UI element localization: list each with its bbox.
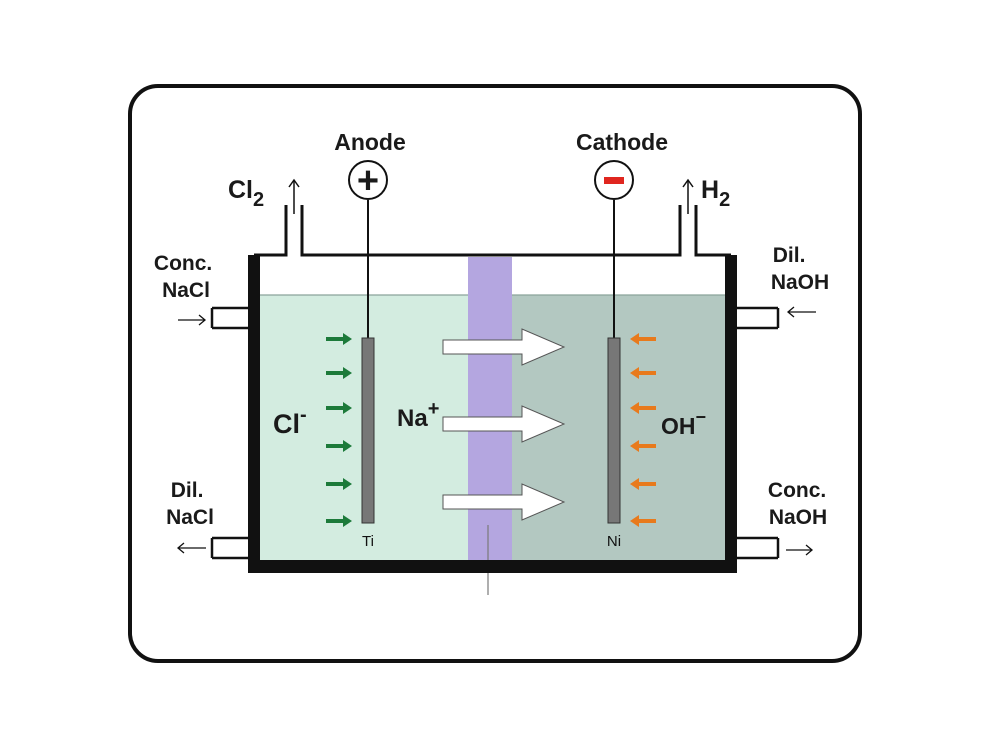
outlet-pipe-left [210,536,250,560]
conc-nacl-inlet-label: Conc. NaCl [154,252,218,302]
dil-naoh-inlet-label: Dil. NaOH [771,244,829,294]
inflow-arrow-left [178,314,207,326]
inlet-pipe-right [735,306,780,330]
chloride-ion-label: Cl- [273,404,307,439]
hydroxide-arrow [630,478,656,490]
hydroxide-arrow [630,402,656,414]
dil-nacl-outlet-label: Dil. NaCl [166,479,214,529]
chloride-arrow [326,333,352,345]
inlet-pipe-left [210,306,250,330]
chloride-arrow [326,402,352,414]
tank-lid [254,205,731,257]
conc-naoh-outlet-label: Conc. NaOH [768,479,832,529]
sodium-ion-arrow [442,483,566,521]
sodium-arrow-group [442,328,566,521]
hydroxide-arrow [630,515,656,527]
cathode-metal-label: Ni [607,533,621,550]
hydroxide-ion-label: OH− [661,407,706,439]
chloride-arrow [326,478,352,490]
chloride-arrow-group [326,333,352,527]
outflow-arrow-left [176,542,206,554]
ion-exchange-membrane [468,257,512,560]
chloride-arrow [326,440,352,452]
hydroxide-arrow [630,333,656,345]
sodium-ion-label: Na+ [397,398,439,432]
outlet-pipe-right [735,536,780,560]
tank-right-wall [725,255,737,573]
hydrogen-gas-arrow [682,178,694,214]
outflow-arrow-right [786,544,814,556]
hydroxide-arrow-group [630,333,656,527]
hydroxide-arrow [630,367,656,379]
anode-sign: + [357,160,379,202]
anode-metal-label: Ti [362,533,374,550]
anode-electrode [361,337,375,524]
anode-terminal [348,160,388,200]
sodium-ion-arrow [442,405,566,443]
anode-label: Anode [334,129,406,155]
cathode-electrode [607,337,621,524]
tank-left-wall [248,255,260,573]
hydrogen-gas-label: H2 [701,176,730,211]
hydroxide-arrow [630,440,656,452]
cathode-sign [604,177,624,184]
tank-bottom [248,560,737,573]
chlorine-gas-arrow [288,178,300,214]
chlorine-gas-label: Cl2 [228,176,264,211]
chloride-arrow [326,515,352,527]
sodium-ion-arrow [442,328,566,366]
chloride-arrow [326,367,352,379]
cathode-label: Cathode [576,129,668,155]
inflow-arrow-right [786,306,816,318]
